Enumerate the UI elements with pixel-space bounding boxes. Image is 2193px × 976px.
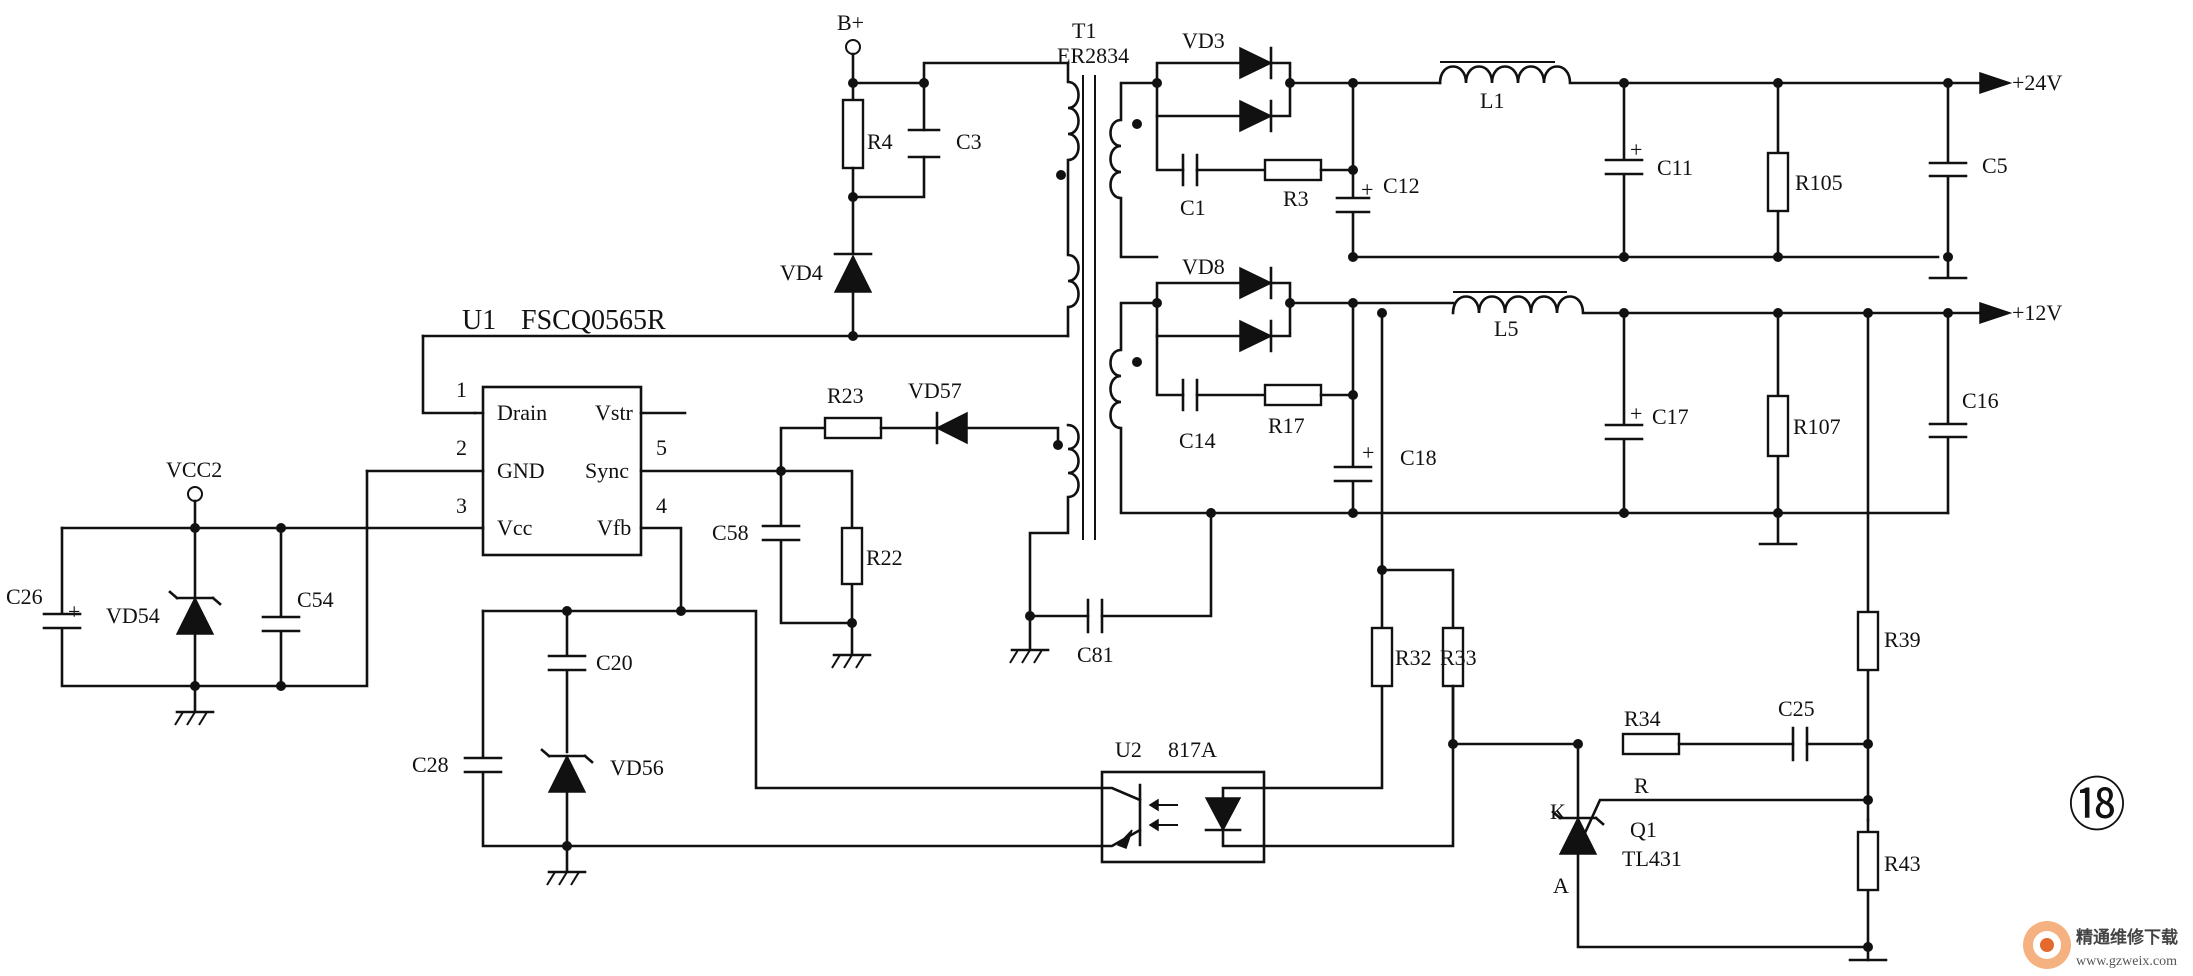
c1-label: C1 — [1180, 195, 1206, 220]
u1-pinnum-1: 1 — [456, 377, 467, 402]
sync-network: R23 VD57 C58 R22 C81 — [712, 378, 1213, 669]
c26-label: C26 — [6, 584, 43, 609]
vd54-label: VD54 — [106, 603, 160, 628]
u1-pinnum-4: 4 — [656, 493, 667, 518]
bplus-section: B+ R4 C3 VD4 — [421, 10, 1070, 415]
u1-part: FSCQ0565R — [521, 305, 666, 336]
u1-pinnum-2: 2 — [456, 435, 467, 460]
page-marker-text: ⑱ — [2068, 773, 2126, 838]
watermark-logo: 精通维修下载 www.gzweix.com — [2023, 921, 2178, 969]
q1-ref: Q1 — [1630, 817, 1657, 842]
vd56-label: VD56 — [610, 755, 664, 780]
c58-label: C58 — [712, 520, 749, 545]
r22-label: R22 — [866, 545, 903, 570]
q1-a: A — [1553, 873, 1569, 898]
c12-plus: + — [1361, 177, 1373, 202]
q1-part: TL431 — [1622, 846, 1682, 871]
tl431-section: R34 C25 R39 R43 K A R Q1 TL431 — [1550, 311, 1921, 962]
c54-label: C54 — [297, 587, 334, 612]
feedback-section: C28 C20 VD56 U2 817A — [412, 606, 1455, 886]
vd8-label: VD8 — [1182, 254, 1225, 279]
r4-label: R4 — [867, 129, 893, 154]
r43-label: R43 — [1884, 851, 1921, 876]
q1-k: K — [1550, 799, 1566, 824]
vd57-label: VD57 — [908, 378, 962, 403]
r107-label: R107 — [1793, 414, 1841, 439]
output-24v-section: VD3 L1 +24V C1 R3 + C12 + C11 R105 C5 — [1152, 28, 2062, 280]
u1-pin-vstr: Vstr — [595, 400, 634, 425]
c3-label: C3 — [956, 129, 982, 154]
u1-pin-vfb: Vfb — [597, 515, 631, 540]
t1-ref: T1 — [1072, 18, 1096, 43]
r17-label: R17 — [1268, 413, 1305, 438]
u1-pin-gnd: GND — [497, 458, 545, 483]
c14-label: C14 — [1179, 428, 1216, 453]
vd3-label: VD3 — [1182, 28, 1225, 53]
r34-label: R39 — [1884, 627, 1921, 652]
c17-label: C17 — [1652, 404, 1689, 429]
u1-pin-sync: Sync — [585, 458, 629, 483]
c5-label: C5 — [1982, 153, 2008, 178]
c18-plus: + — [1362, 440, 1374, 465]
u1-controller: U1 FSCQ0565R Drain GND Vcc Vstr Sync Vfb… — [60, 305, 783, 613]
vcc-supply-section: VCC2 + C26 VD54 C54 — [6, 457, 369, 726]
l5-label: L5 — [1494, 316, 1518, 341]
watermark-url: www.gzweix.com — [2076, 954, 2177, 969]
c26-plus: + — [68, 599, 80, 624]
out12-label: +12V — [2012, 300, 2062, 325]
u1-pin-vcc: Vcc — [497, 515, 533, 540]
u2-part: 817A — [1168, 737, 1217, 762]
c28-label: C25 — [1778, 696, 1815, 721]
c12-label: C12 — [1383, 173, 1420, 198]
u1-pin-drain: Drain — [497, 400, 547, 425]
c25-label: C28 — [412, 752, 449, 777]
r105-label: R105 — [1795, 170, 1843, 195]
output-12v-section: VD8 L5 +12V C14 R17 + C18 + C17 R107 C16 — [1152, 254, 2062, 546]
out24-label: +24V — [2012, 70, 2062, 95]
transformer-t1: T1 ER2834 — [1028, 18, 1213, 618]
u1-pinnum-5: 5 — [656, 435, 667, 460]
bplus-label: B+ — [837, 10, 864, 35]
c17-plus: + — [1630, 401, 1642, 426]
l1-label: L1 — [1480, 88, 1504, 113]
u1-pinnum-3: 3 — [456, 493, 467, 518]
r23-label: R23 — [827, 383, 864, 408]
page-marker: ⑱ — [2068, 773, 2126, 838]
c20-label: C20 — [596, 650, 633, 675]
c18-label: C18 — [1400, 445, 1437, 470]
c16-label: C16 — [1962, 388, 1999, 413]
r32-label: R32 — [1395, 645, 1432, 670]
vcc2-label: VCC2 — [166, 457, 222, 482]
c81-label: C81 — [1077, 642, 1114, 667]
c11-plus: + — [1630, 137, 1642, 162]
u1-ref: U1 — [462, 305, 496, 336]
r33-label: R33 — [1440, 645, 1477, 670]
r32-r33-section: R32 R33 — [1370, 311, 1580, 749]
watermark-brand: 精通维修下载 — [2076, 927, 2178, 947]
q1-r: R — [1634, 773, 1649, 798]
r39-label: R34 — [1624, 706, 1661, 731]
u2-ref: U2 — [1115, 737, 1142, 762]
c11-label: C11 — [1657, 155, 1693, 180]
r3-label: R3 — [1283, 186, 1309, 211]
vd4-label: VD4 — [780, 260, 823, 285]
